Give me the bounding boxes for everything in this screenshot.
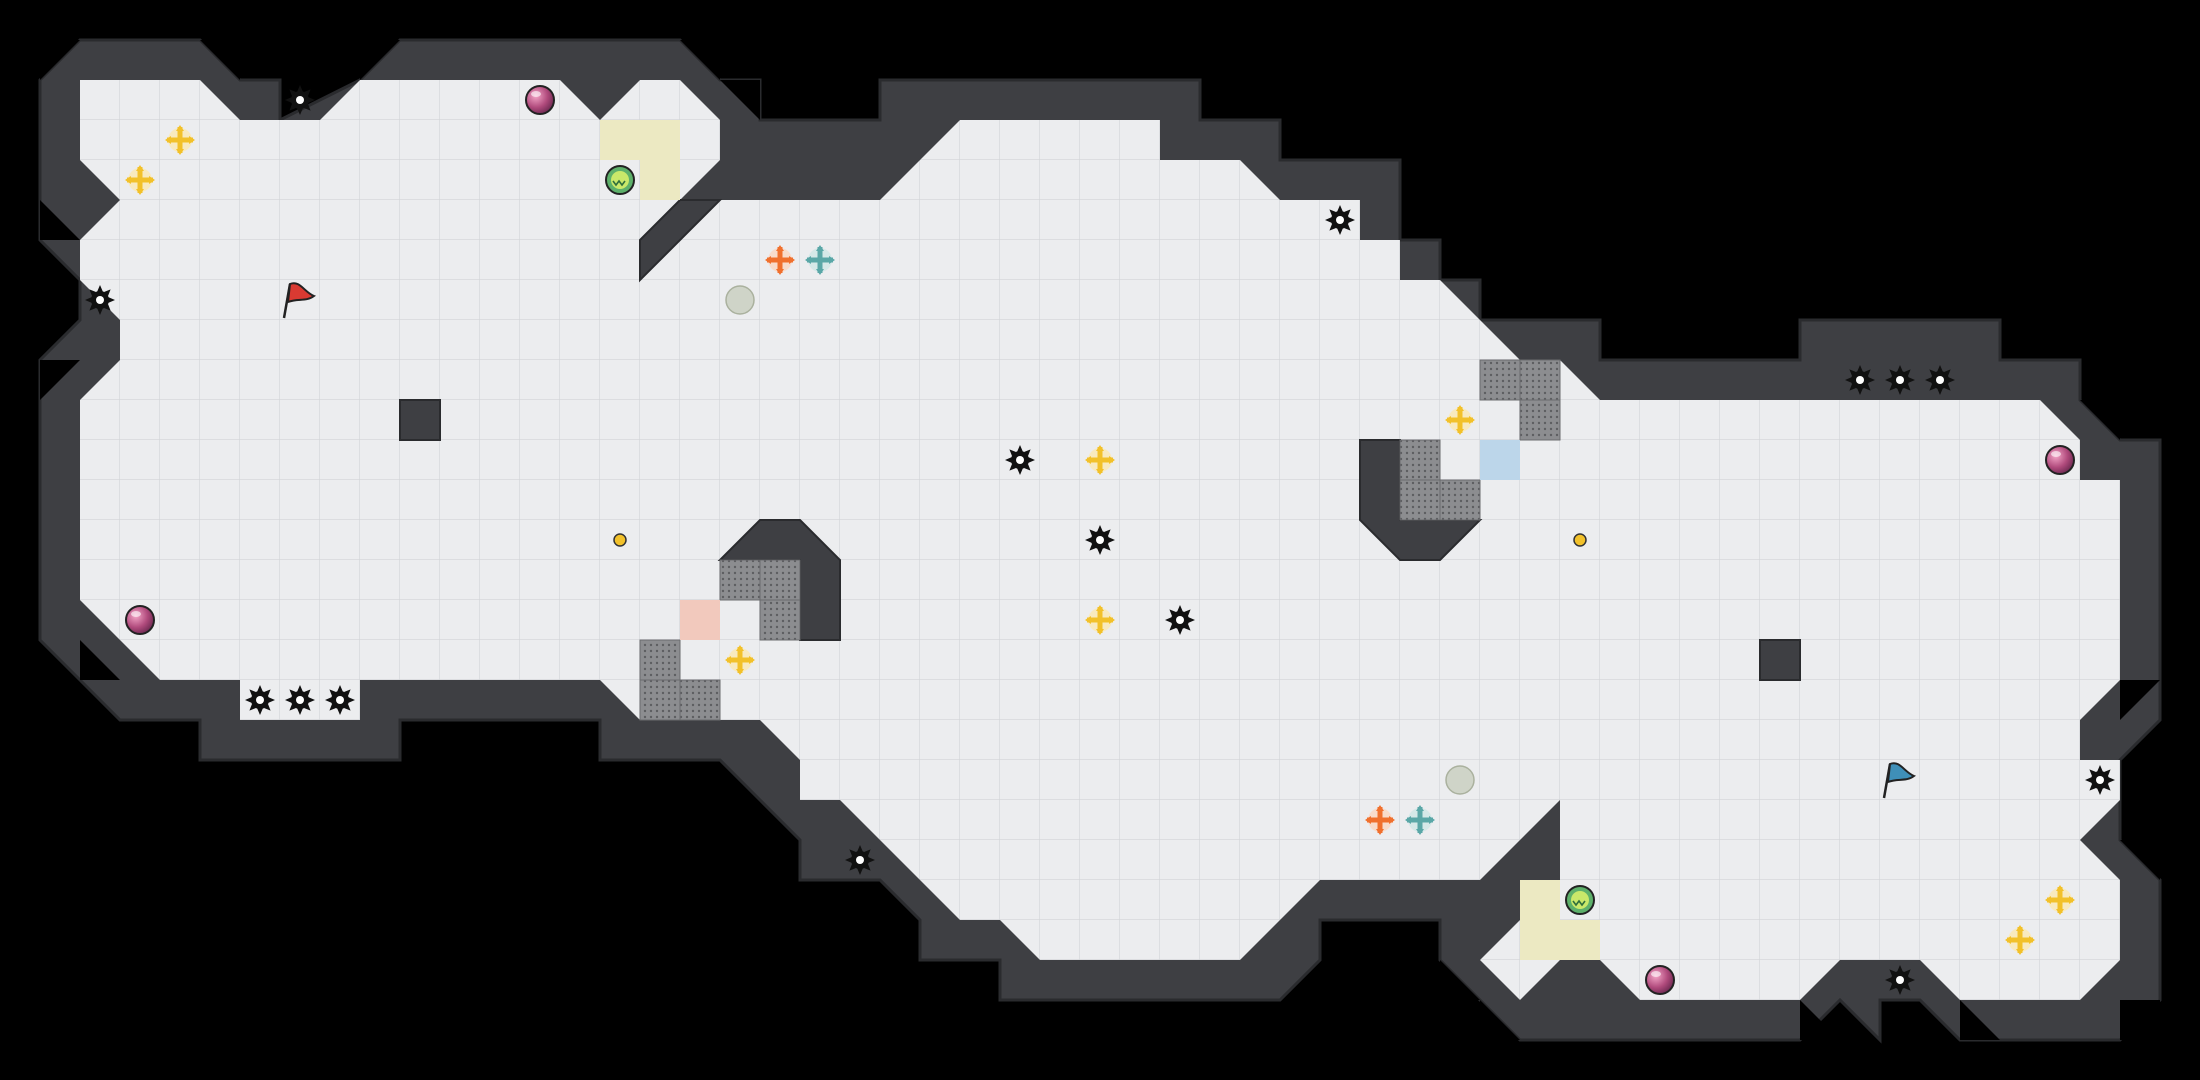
pillar-block bbox=[1759, 639, 1801, 681]
spike-icon bbox=[1925, 365, 1955, 395]
red-flag-icon bbox=[282, 282, 317, 319]
powerup-icon bbox=[125, 605, 155, 635]
void-notches bbox=[40, 40, 2160, 1040]
blue-flag-icon bbox=[1882, 762, 1917, 799]
red-team-tile bbox=[680, 600, 720, 640]
spike-icon bbox=[285, 685, 315, 715]
spike-icon bbox=[285, 85, 315, 115]
spike-icon bbox=[1165, 605, 1195, 635]
powerup-icon bbox=[2045, 445, 2075, 475]
pillar-block bbox=[399, 399, 441, 441]
button-icon bbox=[613, 533, 627, 547]
wall-wedge bbox=[639, 199, 723, 283]
portal-icon bbox=[605, 165, 635, 195]
spike-icon bbox=[1085, 525, 1115, 555]
blue-team-tile bbox=[1480, 440, 1520, 480]
neutral-marker-icon bbox=[1445, 765, 1475, 795]
spike-icon bbox=[1325, 205, 1355, 235]
spike-icon bbox=[1845, 365, 1875, 395]
spike-icon bbox=[325, 685, 355, 715]
gate-tiles bbox=[639, 359, 1561, 721]
spike-icon bbox=[85, 285, 115, 315]
spike-icon bbox=[1885, 365, 1915, 395]
interior-walls bbox=[399, 199, 1801, 681]
powerup-icon bbox=[1645, 965, 1675, 995]
neutral-marker-icon bbox=[725, 285, 755, 315]
yellow-team-tiles bbox=[600, 120, 1600, 960]
spike-icon bbox=[1885, 965, 1915, 995]
spike-icon bbox=[845, 845, 875, 875]
powerup-icon bbox=[525, 85, 555, 115]
spike-icon bbox=[2085, 765, 2115, 795]
button-icon bbox=[1573, 533, 1587, 547]
spike-icon bbox=[245, 685, 275, 715]
spike-icon bbox=[1005, 445, 1035, 475]
portal-icon bbox=[1565, 885, 1595, 915]
